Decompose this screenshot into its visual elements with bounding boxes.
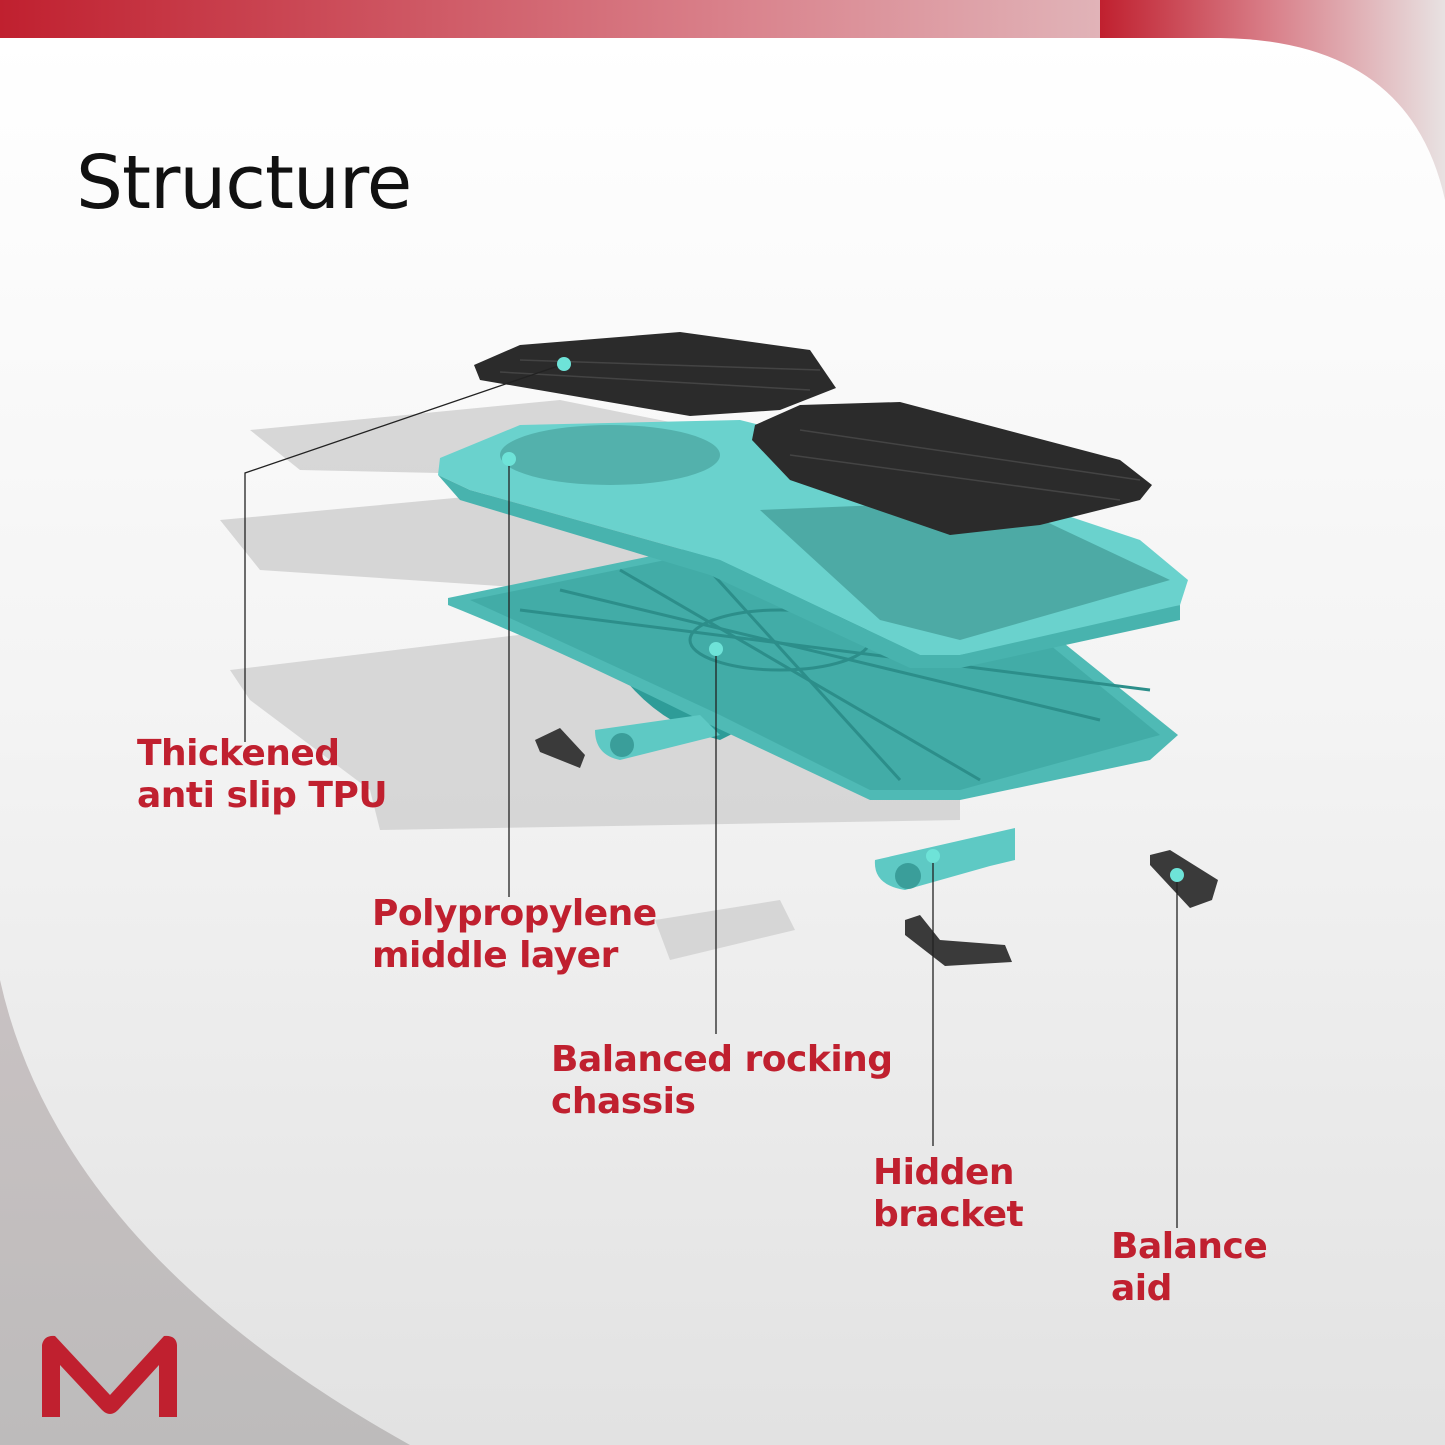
tpu-pads-illustration (474, 332, 1152, 535)
middle-layer-illustration (438, 420, 1188, 668)
callout-line: chassis (551, 1081, 696, 1122)
callout-line: middle layer (372, 935, 618, 976)
callout-hidden-bracket: Hidden bracket (873, 1152, 1024, 1236)
callout-line: anti slip TPU (137, 775, 388, 816)
callout-line: Balance (1111, 1226, 1268, 1267)
callout-dots (502, 357, 1184, 882)
callout-line: Hidden (873, 1152, 1015, 1193)
callout-line: Thickened (137, 733, 340, 774)
callout-balance-aid: Balance aid (1111, 1226, 1268, 1310)
callout-line: Polypropylene (372, 893, 657, 934)
bracket-parts-illustration (535, 715, 1218, 966)
leader-lines (244, 363, 1178, 1228)
callout-line: Balanced rocking (551, 1039, 893, 1080)
brand-logo (42, 1335, 177, 1417)
callout-chassis: Balanced rocking chassis (551, 1039, 893, 1123)
callout-thickened-tpu: Thickened anti slip TPU (137, 733, 388, 817)
callout-polypropylene: Polypropylene middle layer (372, 893, 657, 977)
callout-line: bracket (873, 1194, 1024, 1235)
page-title: Structure (76, 140, 412, 226)
callout-line: aid (1111, 1268, 1172, 1309)
